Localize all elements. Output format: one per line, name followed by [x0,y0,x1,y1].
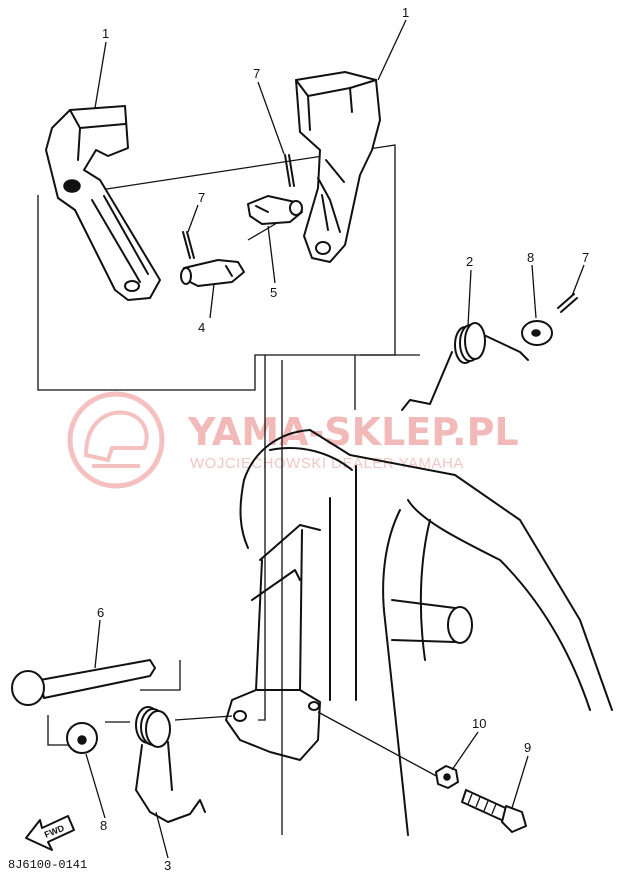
callout-1-left: 1 [102,26,109,41]
part-9-bolt [461,789,527,833]
callout-6: 6 [97,605,104,620]
watermark: YAMA-SKLEP.PL WOJCIECHOWSKI DEALER YAMAH… [67,391,519,489]
part-1-left-bracket [45,105,161,301]
part-1-right-bracket [295,71,381,263]
diagram-part-code: 8J6100-0141 [8,858,87,872]
forward-arrow-icon: FWD [25,815,75,851]
callout-8-top: 8 [527,250,534,265]
reference-frames [37,144,441,835]
callout-2: 2 [466,254,473,269]
part-3-spring [135,706,206,823]
callout-3: 3 [164,858,171,873]
part-5-clevis-pin [247,195,303,225]
part-6-long-pin [11,659,156,706]
part-8-washer-top [521,320,553,346]
part-4-clevis-pin [180,259,245,287]
callout-7-left: 7 [198,190,205,205]
callout-9: 9 [524,740,531,755]
part-8-washer-bottom [66,722,98,754]
callout-labels: 1 1 7 7 7 4 5 2 8 6 8 3 10 9 [97,5,589,873]
part-7-cotter-pins [182,154,578,313]
callout-7-right: 7 [582,250,589,265]
watermark-logo-helmet [83,410,149,463]
callout-10: 10 [472,716,486,731]
callout-8-bottom: 8 [100,818,107,833]
watermark-logo-ring [67,391,165,489]
callout-5: 5 [270,285,277,300]
callout-4: 4 [198,320,205,335]
leader-lines [85,19,585,859]
callout-7-top: 7 [253,66,260,81]
main-housing [225,429,613,836]
callout-1-right: 1 [402,5,409,20]
watermark-tagline: WOJCIECHOWSKI DEALER YAMAHA [190,455,464,472]
watermark-brand: YAMA-SKLEP.PL [187,410,519,454]
part-10-nut [435,765,459,789]
part-2-spring [401,322,529,411]
